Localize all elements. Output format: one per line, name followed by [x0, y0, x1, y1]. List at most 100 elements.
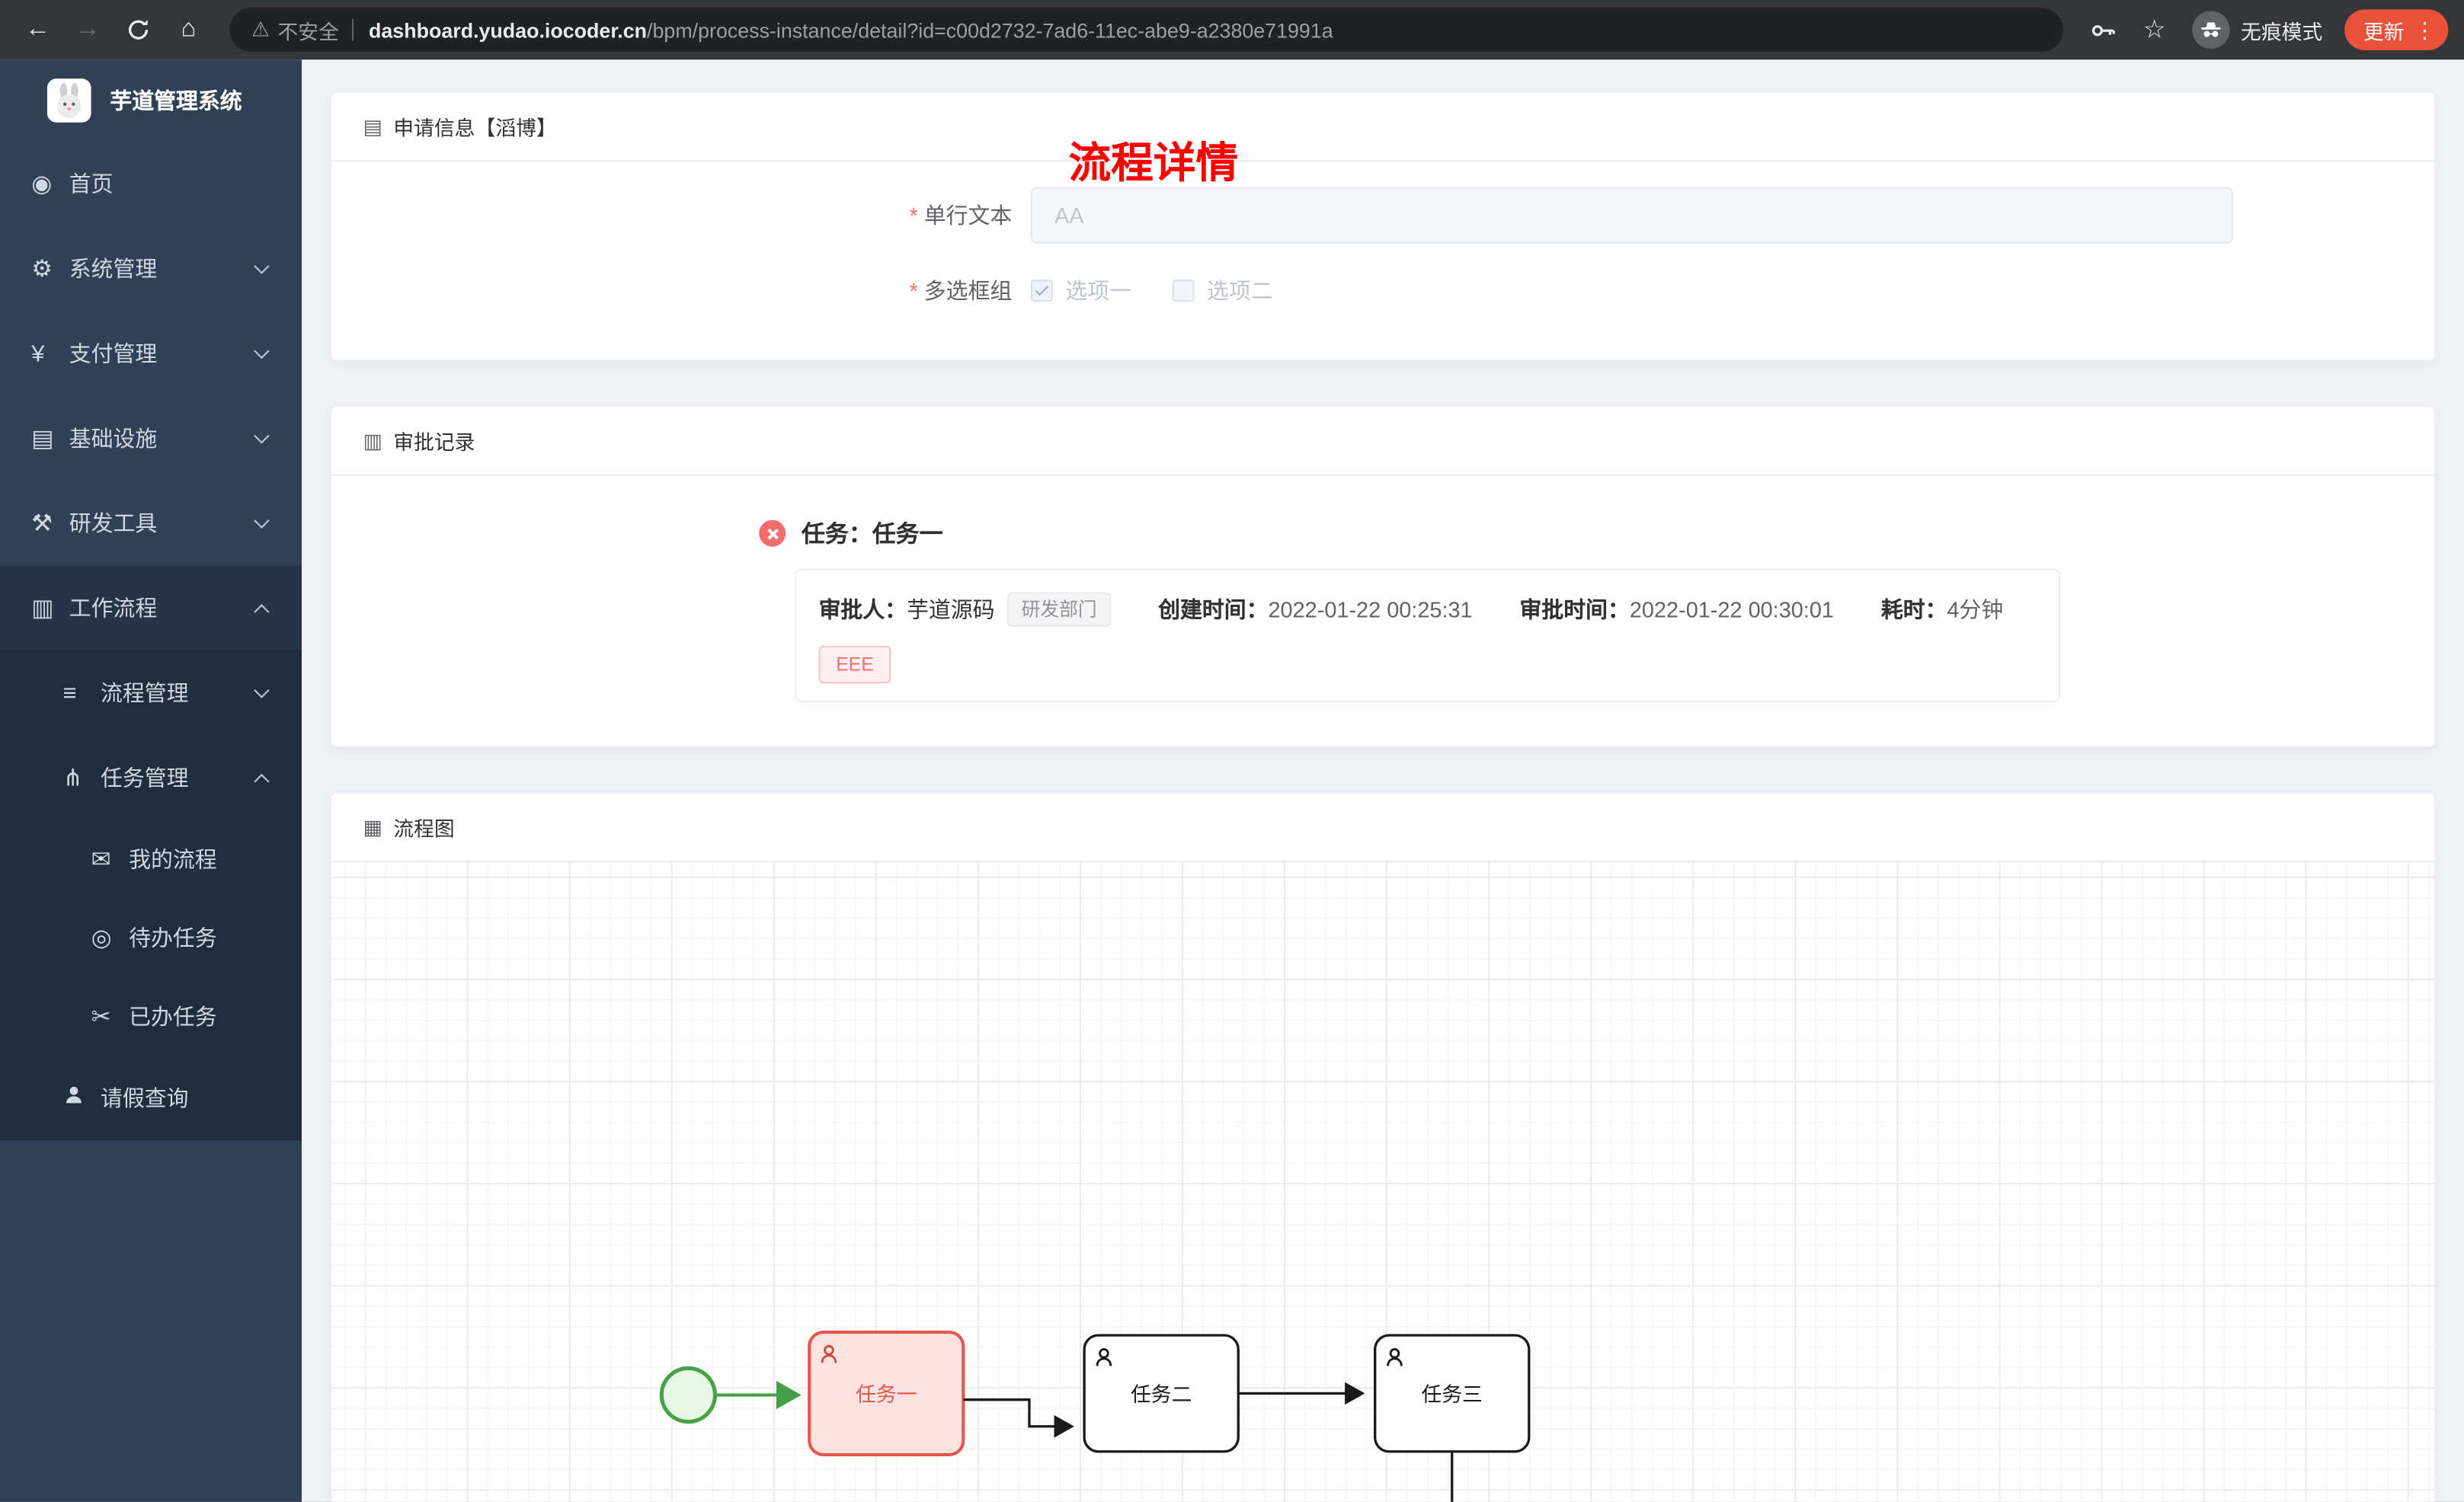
incognito-badge: 无痕模式 — [2192, 11, 2322, 49]
forward-icon[interactable]: → — [75, 15, 101, 43]
approve-time-label: 审批时间： — [1519, 596, 1630, 622]
sidebar-item-payment-mgmt[interactable]: ¥ 支付管理 — [0, 311, 302, 395]
bpmn-task-2-label: 任务二 — [1131, 1383, 1192, 1406]
security-warning-icon: ⚠ — [251, 17, 270, 41]
dept-tag: 研发部门 — [1007, 592, 1112, 627]
process-diagram-card-title: 流程图 — [393, 817, 455, 841]
sidebar-item-label: 支付管理 — [69, 340, 158, 366]
devtools-icon: ⚒ — [31, 510, 53, 538]
checkbox-checked-icon[interactable] — [1031, 280, 1053, 302]
url-path: /bpm/process-instance/detail?id=c00d2732… — [647, 18, 1333, 42]
apply-info-card-title: 申请信息【滔博】 — [393, 116, 557, 140]
sidebar-item-my-process[interactable]: ✉ 我的流程 — [0, 820, 302, 899]
apply-info-card: ▤ 申请信息【滔博】 单行文本 多选框组 — [330, 91, 2436, 362]
page-title: 流程详情 — [1068, 139, 1239, 187]
approver-name: 芋道源码 — [907, 596, 995, 622]
record-icon: ▥ — [363, 428, 382, 452]
rejected-status-icon — [759, 519, 786, 547]
bpmn-task-3-label: 任务三 — [1422, 1383, 1483, 1406]
bpmn-task-2[interactable]: 任务二 — [1083, 1334, 1240, 1453]
sidebar-item-leave-query[interactable]: 请假查询 — [0, 1056, 302, 1140]
field-label-text: 单行文本 — [923, 203, 1013, 228]
checkbox-option-label: 选项二 — [1207, 278, 1273, 304]
sidebar-item-process-mgmt[interactable]: ≡ 流程管理 — [0, 650, 302, 735]
update-label: 更新 — [2363, 19, 2405, 43]
form-row-checkbox-group: 多选框组 选项一 选项二 — [331, 275, 2434, 306]
checkbox-group-label: 多选框组 — [331, 275, 1031, 306]
app-logo-icon — [46, 78, 91, 123]
sidebar-item-home[interactable]: ◉ 首页 — [0, 142, 302, 226]
sidebar-item-label: 待办任务 — [129, 925, 217, 951]
more-icon[interactable]: ⋮ — [2414, 16, 2436, 42]
chevron-up-icon — [254, 603, 270, 619]
browser-update-button[interactable]: 更新 ⋮ — [2344, 9, 2449, 50]
sidebar-item-label: 已办任务 — [129, 1003, 217, 1029]
bpmn-task-1-label: 任务一 — [856, 1383, 917, 1406]
document-icon: ▤ — [363, 113, 382, 138]
bpmn-canvas[interactable]: 任务一 任务二 — [331, 862, 2434, 1502]
sidebar-item-task-mgmt[interactable]: ⋔ 任务管理 — [0, 735, 302, 820]
security-label: 不安全 — [277, 19, 339, 43]
incognito-icon — [2192, 11, 2230, 49]
task-mgmt-icon: ⋔ — [62, 765, 83, 792]
url-domain: dashboard.yudao.iocoder.cn — [369, 18, 648, 42]
checkbox-option-1[interactable]: 选项一 — [1031, 275, 1131, 306]
sidebar-item-system-mgmt[interactable]: ⚙ 系统管理 — [0, 226, 302, 311]
workflow-submenu: ≡ 流程管理 ⋔ 任务管理 ✉ 我的流程 ◎ 待办任务 — [0, 650, 302, 1141]
sidebar-item-label: 基础设施 — [69, 425, 158, 451]
comment-tag: EEE — [818, 645, 891, 684]
home-icon[interactable]: ⌂ — [181, 15, 197, 43]
chevron-down-icon — [254, 258, 270, 274]
sidebar-item-done-tasks[interactable]: ✂ 已办任务 — [0, 977, 302, 1056]
app-title: 芋道管理系统 — [110, 88, 242, 113]
app-logo-row[interactable]: 芋道管理系统 — [0, 59, 302, 141]
key-icon[interactable] — [2082, 8, 2126, 52]
checkbox-group: 选项一 选项二 — [1031, 275, 1314, 306]
sidebar-item-label: 工作流程 — [69, 595, 158, 621]
address-bar[interactable]: ⚠ 不安全 dashboard.yudao.iocoder.cn/bpm/pro… — [229, 8, 2063, 53]
user-task-icon — [1387, 1348, 1403, 1366]
back-icon[interactable]: ← — [25, 15, 50, 43]
gear-icon: ⚙ — [31, 256, 53, 283]
reload-icon[interactable] — [117, 8, 161, 52]
approval-comment-row: EEE — [818, 645, 2037, 684]
payment-icon: ¥ — [31, 340, 45, 367]
star-icon[interactable]: ☆ — [2142, 17, 2166, 44]
approval-record-head: 任务：任务一 — [759, 517, 2434, 550]
checkbox-unchecked-icon[interactable] — [1172, 280, 1195, 302]
chevron-up-icon — [254, 772, 270, 789]
approval-records-card-title: 审批记录 — [393, 430, 475, 455]
apply-info-card-header: ▤ 申请信息【滔博】 — [331, 93, 2434, 162]
chevron-down-icon — [254, 428, 270, 444]
sidebar-item-label: 首页 — [69, 171, 114, 197]
bpmn-task-3[interactable]: 任务三 — [1374, 1334, 1531, 1453]
approval-record-panel: 审批人： 芋道源码 研发部门 创建时间： 2022-01-22 00:25:31… — [795, 568, 2060, 702]
my-process-icon: ✉ — [91, 846, 111, 874]
sidebar-item-label: 研发工具 — [69, 510, 158, 536]
workflow-icon: ▥ — [31, 595, 54, 622]
checkbox-option-2[interactable]: 选项二 — [1172, 275, 1273, 306]
sidebar-item-label: 任务管理 — [101, 765, 189, 791]
chevron-down-icon — [254, 682, 270, 698]
process-diagram-card: ▦ 流程图 — [330, 791, 2436, 1502]
sidebar-item-workflow[interactable]: ▥ 工作流程 — [0, 565, 302, 650]
flow-task1-to-task2[interactable] — [963, 1398, 1074, 1438]
approver-label: 审批人： — [818, 596, 907, 622]
todo-icon: ◎ — [91, 925, 112, 952]
bpmn-start-event[interactable] — [659, 1366, 718, 1424]
chevron-down-icon — [254, 513, 270, 529]
sidebar: 芋道管理系统 ◉ 首页 ⚙ 系统管理 ¥ 支付管理 ▤ 基础设施 — [0, 59, 302, 1502]
main-content: 流程详情 ▤ 申请信息【滔博】 单行文本 多选框组 — [302, 59, 2464, 1502]
sidebar-item-todo-tasks[interactable]: ◎ 待办任务 — [0, 899, 302, 977]
diagram-icon: ▦ — [363, 814, 382, 839]
single-line-text-input[interactable] — [1031, 187, 2233, 244]
process-diagram-card-header: ▦ 流程图 — [331, 794, 2434, 863]
checkbox-option-label: 选项一 — [1065, 278, 1131, 304]
form-row-single-line-text: 单行文本 — [331, 187, 2434, 244]
create-time-value: 2022-01-22 00:25:31 — [1268, 596, 1473, 622]
sidebar-item-devtools[interactable]: ⚒ 研发工具 — [0, 481, 302, 565]
sidebar-item-infrastructure[interactable]: ▤ 基础设施 — [0, 396, 302, 481]
bpmn-task-1[interactable]: 任务一 — [808, 1330, 965, 1456]
duration-value: 4分钟 — [1947, 596, 2004, 622]
user-task-icon — [1096, 1348, 1112, 1366]
